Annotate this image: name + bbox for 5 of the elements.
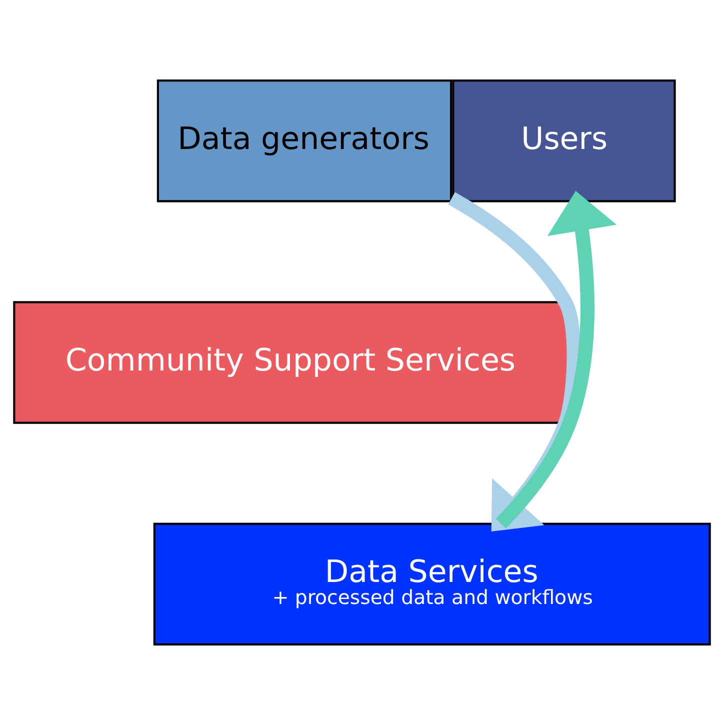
arrow [448,192,581,532]
arrow [496,190,617,528]
node-box: Data Services + processed data and workflows [153,522,711,646]
node-box: Data generators [156,80,452,202]
node-box: Users [452,80,676,202]
